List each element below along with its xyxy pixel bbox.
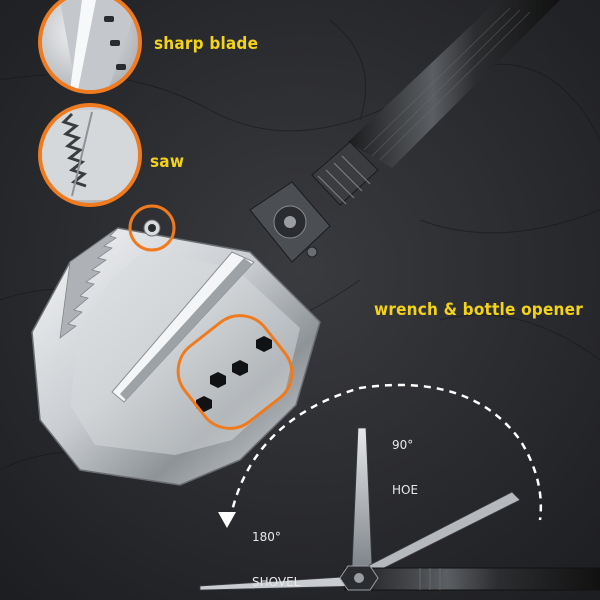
saw-label: saw <box>150 152 185 172</box>
sharp-blade-zoom <box>38 0 142 94</box>
wrench-highlight-ring <box>176 314 294 430</box>
arc-arrowhead <box>218 512 236 528</box>
shovel-blade <box>31 219 321 486</box>
folded-shovel-diagram <box>199 427 600 591</box>
sharp-blade-label: sharp blade <box>154 34 259 54</box>
wrench-label: wrench & bottle opener <box>374 300 583 320</box>
highlight-rings <box>128 204 294 430</box>
rotation-arc <box>228 383 543 521</box>
shovel-angle-name: SHOVEL <box>252 575 301 589</box>
hoe-angle-label: 90° HOE <box>392 408 418 528</box>
hole-highlight-ring <box>128 204 176 252</box>
saw-zoom <box>38 103 142 207</box>
shovel-angle-degrees: 180° <box>252 530 281 544</box>
hoe-angle-name: HOE <box>392 483 419 497</box>
hoe-angle-degrees: 90° <box>392 438 414 452</box>
telescopic-handle <box>249 0 560 263</box>
shovel-angle-label: 180° SHOVEL <box>252 500 300 600</box>
